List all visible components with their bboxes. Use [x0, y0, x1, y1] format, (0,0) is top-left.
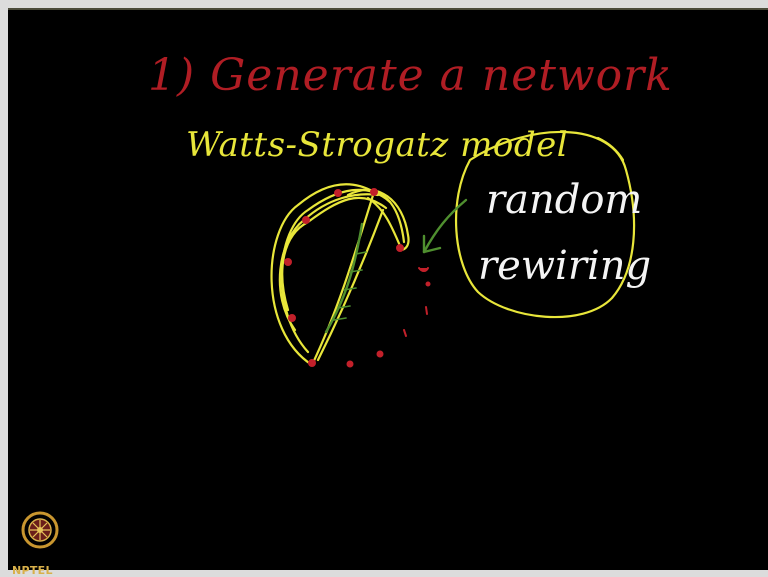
- node: [302, 216, 310, 224]
- node: [403, 329, 407, 337]
- node: [308, 359, 316, 367]
- node: [334, 189, 342, 197]
- nptel-logo-icon: [21, 511, 59, 549]
- model-name: Watts-Strogatz model: [186, 125, 569, 165]
- node: [346, 360, 354, 368]
- node: [418, 267, 429, 272]
- node: [396, 244, 404, 252]
- network-sketch: [270, 130, 636, 368]
- node: [425, 281, 431, 287]
- node: [376, 350, 384, 358]
- lattice-nodes: [284, 188, 431, 368]
- nptel-logo-text: NPTEL: [12, 564, 53, 577]
- arrow-shaft: [422, 198, 468, 254]
- node: [288, 314, 296, 322]
- arrow-head-right: [422, 246, 442, 254]
- rewired-edge: [324, 222, 364, 334]
- node: [425, 306, 428, 315]
- node: [370, 188, 378, 196]
- slide-heading: 1) Generate a network: [148, 50, 673, 101]
- annotation-random: random: [486, 177, 643, 223]
- node: [284, 258, 292, 266]
- rewire-arrow: [324, 198, 468, 334]
- annotation-rewiring: rewiring: [478, 243, 652, 289]
- blackboard: 1) Generate a network Watts-Strogatz mod…: [8, 8, 768, 577]
